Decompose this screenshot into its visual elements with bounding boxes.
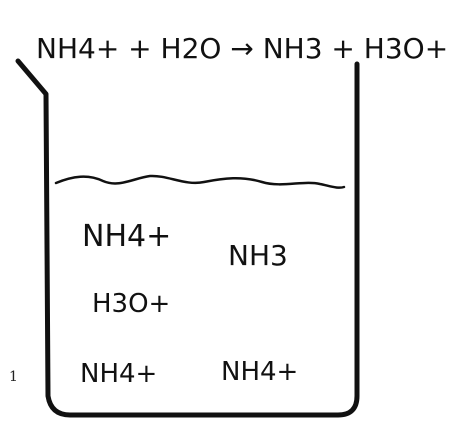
label-h3o: H3O+ (92, 289, 170, 319)
label-nh4-bottom-left: NH4+ (80, 359, 157, 389)
label-nh4-bottom-right: NH4+ (221, 357, 298, 387)
margin-mark: 1 (9, 369, 18, 385)
water-surface (54, 174, 346, 189)
beaker-outline (15, 58, 360, 418)
equation-text: NH4+ + H2O → NH3 + H3O+ (36, 32, 448, 65)
label-nh4-top-left: NH4+ (82, 219, 171, 254)
label-nh3: NH3 (228, 239, 288, 272)
